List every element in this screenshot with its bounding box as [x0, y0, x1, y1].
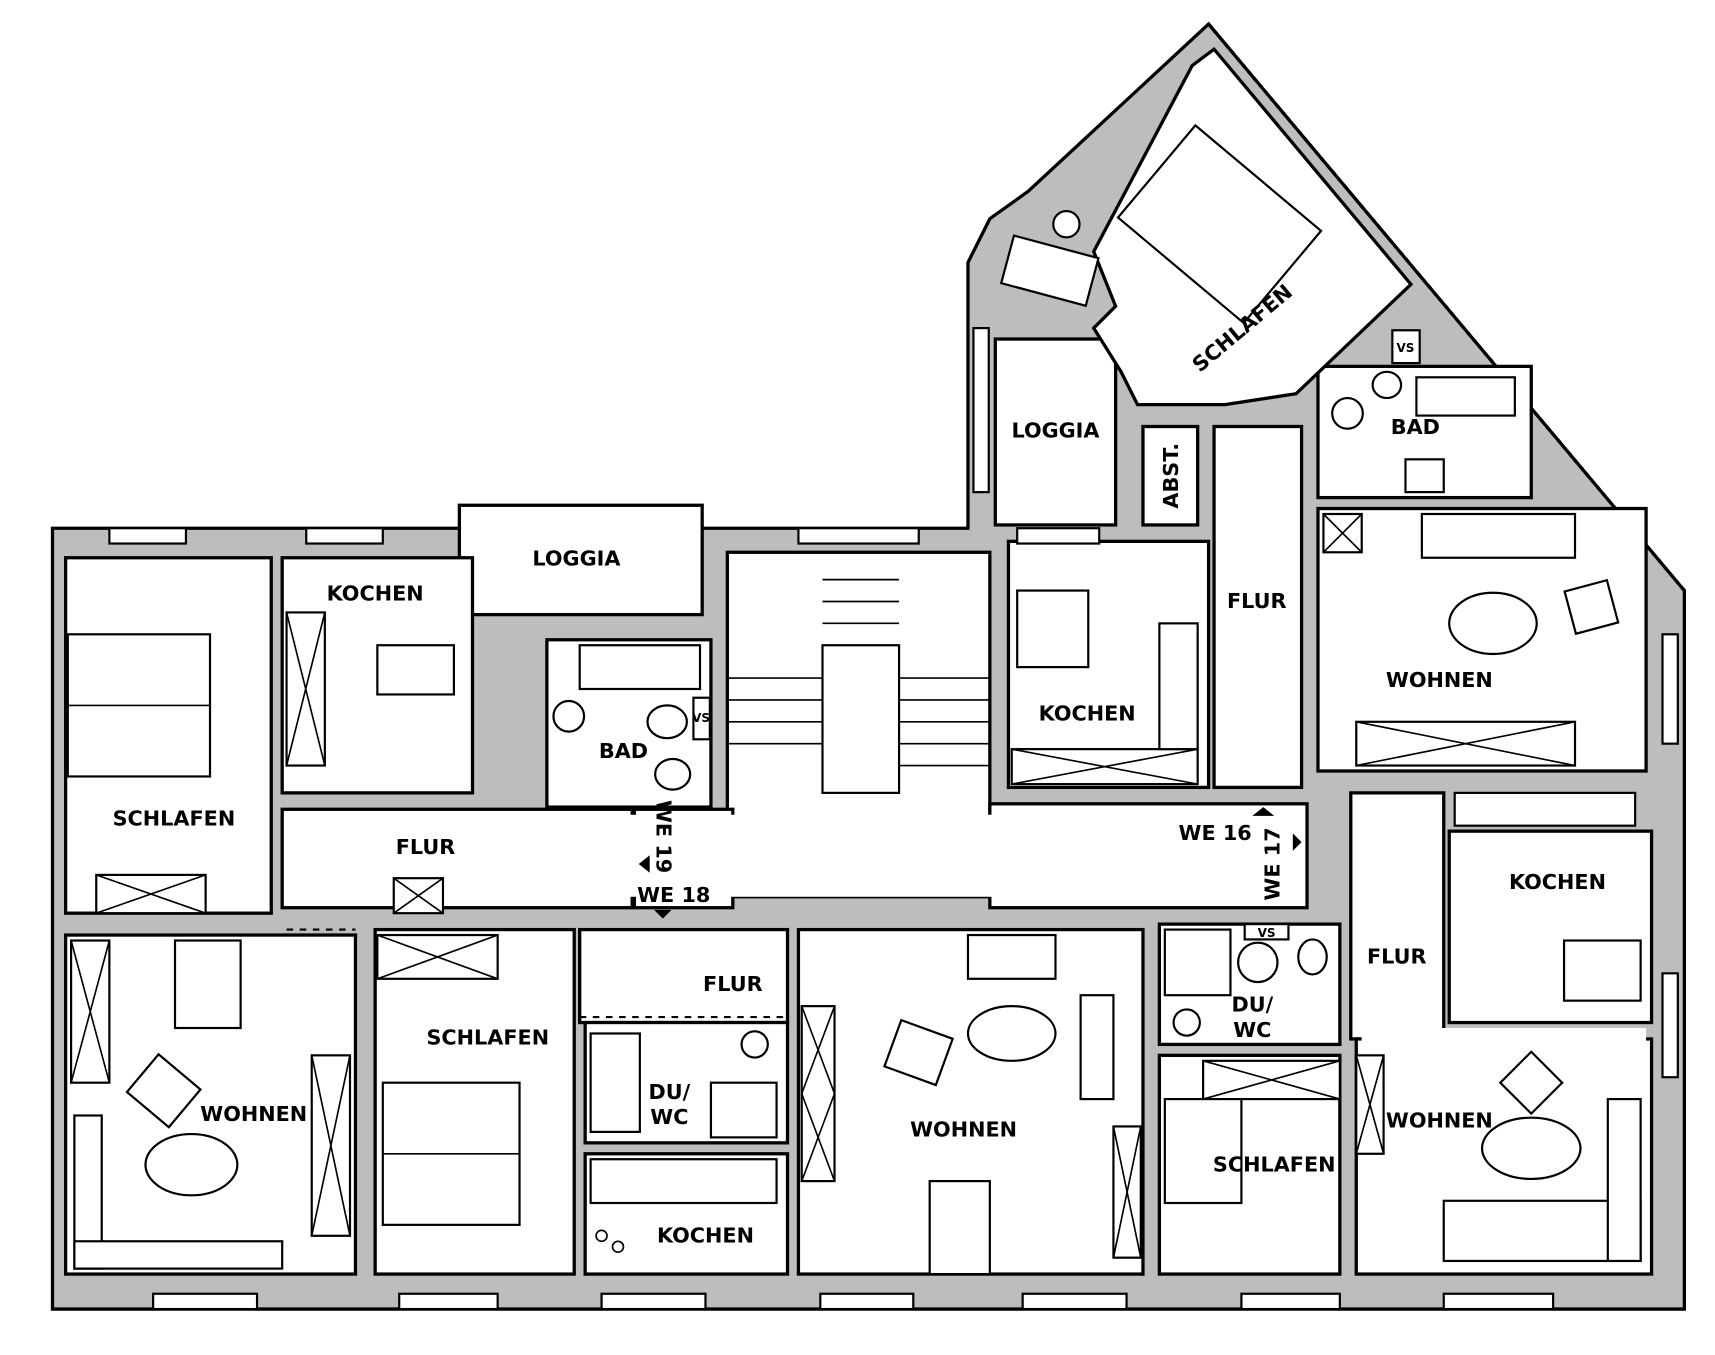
vs-shaft-we17 — [1243, 923, 1290, 941]
room-label-we17-schlafen: SCHLAFEN — [1213, 1152, 1336, 1176]
unit-label-we17: WE 17 — [1261, 827, 1285, 900]
room-label-we17-flur: FLUR — [1367, 944, 1427, 968]
we16-abst-room — [1141, 424, 1200, 527]
vs-shaft-we16 — [1391, 329, 1421, 365]
room-label-we19-flur: FLUR — [396, 835, 456, 859]
room-label-we16-loggia: LOGGIA — [1011, 418, 1099, 442]
windows — [108, 326, 1679, 1311]
room-label-we17-duwc-2: WC — [1233, 1018, 1271, 1042]
arrow-we16-icon — [1252, 807, 1275, 816]
room-label-we18-flur: FLUR — [703, 972, 763, 996]
room-label-we19-wohnen: WOHNEN — [200, 1102, 307, 1126]
door-threshold-dashes — [286, 431, 1297, 1019]
room-label-we17-wohnen: WOHNEN — [1386, 1109, 1493, 1133]
arrow-we19-icon — [638, 855, 650, 873]
room-label-we16-flur: FLUR — [1227, 589, 1287, 613]
room-label-we16-kochen: KOCHEN — [1039, 702, 1136, 726]
room-label-we18-wohnen: WOHNEN — [910, 1117, 1017, 1141]
we18-flur-room — [578, 927, 790, 1025]
vs-label-we19: VS — [692, 711, 710, 725]
room-label-we18-schlafen: SCHLAFEN — [426, 1025, 549, 1049]
arrow-we17-icon — [1292, 833, 1302, 851]
landing-right — [988, 802, 1309, 910]
room-label-we17-duwc-1: DU/ — [1231, 993, 1273, 1017]
stair-core — [821, 644, 901, 794]
arrow-we18-icon — [654, 909, 672, 919]
unit-label-we19: WE 19 — [651, 800, 675, 873]
room-label-we18-duwc-2: WC — [650, 1105, 688, 1129]
we16-flur-room — [1212, 424, 1304, 790]
room-label-we16-abst: ABST. — [1159, 443, 1183, 509]
room-label-we19-kochen: KOCHEN — [327, 581, 424, 605]
room-label-we18-kochen: KOCHEN — [657, 1223, 754, 1247]
vs-label-we17: VS — [1258, 926, 1276, 940]
room-label-we19-loggia: LOGGIA — [532, 546, 620, 570]
unit-label-we18: WE 18 — [637, 883, 710, 907]
room-label-we16-wohnen: WOHNEN — [1386, 668, 1493, 692]
unit-label-we16: WE 16 — [1179, 821, 1252, 845]
room-label-we19-bad: BAD — [599, 739, 648, 763]
room-label-we17-kochen: KOCHEN — [1509, 870, 1606, 894]
room-label-we18-duwc-1: DU/ — [649, 1080, 691, 1104]
room-label-we19-schlafen: SCHLAFEN — [113, 807, 236, 831]
we16-loggia-room — [993, 337, 1118, 527]
we19-flur-room — [280, 807, 634, 910]
room-label-we16-bad: BAD — [1391, 415, 1440, 439]
we19-loggia-area — [457, 503, 704, 617]
vs-label-we16: VS — [1396, 341, 1414, 355]
stair-steps — [727, 578, 990, 767]
vs-shaft-we19 — [692, 696, 711, 741]
furniture — [66, 123, 1642, 1276]
